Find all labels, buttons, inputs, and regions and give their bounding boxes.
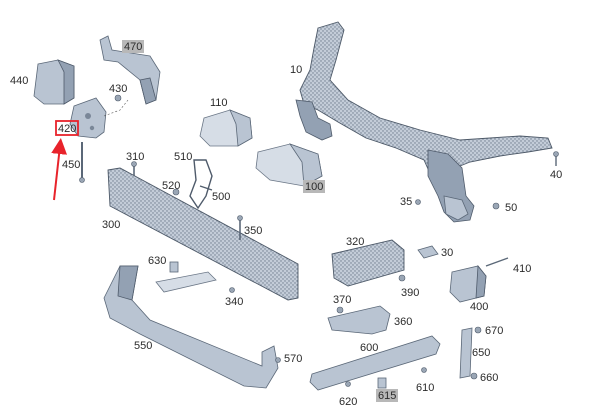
- bolt-350-part[interactable]: [237, 215, 243, 241]
- label-430: 430: [109, 83, 127, 95]
- label-30: 30: [441, 247, 453, 259]
- label-440: 440: [10, 75, 28, 87]
- bracket-420-part[interactable]: [69, 97, 107, 139]
- label-660: 660: [480, 372, 498, 384]
- clip-370-part[interactable]: [336, 306, 344, 314]
- screw-430[interactable]: [114, 94, 122, 102]
- label-360: 360: [394, 316, 412, 328]
- bolt-35-part[interactable]: [415, 199, 421, 205]
- label-35: 35: [400, 196, 412, 208]
- label-410: 410: [513, 263, 531, 275]
- label-550: 550: [134, 340, 152, 352]
- wiring-holder-500-part[interactable]: [189, 159, 213, 210]
- label-470: 470: [124, 41, 142, 53]
- label-320: 320: [346, 236, 364, 248]
- highlight-arrow: [51, 138, 68, 201]
- screw-610-part[interactable]: [421, 367, 427, 373]
- trim-360-part[interactable]: [327, 305, 391, 335]
- label-600: 600: [360, 342, 378, 354]
- label-650: 650: [472, 347, 490, 359]
- label-420: 420: [58, 123, 76, 135]
- label-615: 615: [378, 390, 396, 402]
- bolt-410-part[interactable]: [485, 257, 509, 267]
- strip-part[interactable]: [155, 271, 217, 293]
- housing-400-part[interactable]: [449, 264, 487, 303]
- label-670: 670: [485, 325, 503, 337]
- label-350: 350: [244, 225, 262, 237]
- carrier-frame-part[interactable]: [295, 21, 553, 223]
- label-620: 620: [339, 396, 357, 408]
- clip-615-part[interactable]: [377, 377, 387, 389]
- label-340: 340: [225, 296, 243, 308]
- label-300: 300: [102, 219, 120, 231]
- label-40: 40: [550, 169, 562, 181]
- label-510: 510: [174, 151, 192, 163]
- bolt-40-part[interactable]: [553, 151, 559, 167]
- lower-carrier-550-part[interactable]: [103, 265, 279, 389]
- label-500: 500: [212, 191, 230, 203]
- label-370: 370: [333, 294, 351, 306]
- nut-660-part[interactable]: [470, 372, 478, 380]
- bolt-390-part[interactable]: [398, 274, 406, 282]
- screw-570-part[interactable]: [275, 357, 281, 363]
- label-box-615: [376, 389, 398, 402]
- label-520: 520: [162, 180, 180, 192]
- clip-340-part[interactable]: [229, 287, 235, 293]
- nut-50-part[interactable]: [492, 202, 500, 210]
- part-630[interactable]: [169, 261, 179, 273]
- label-box-100: [303, 180, 325, 193]
- nut-520-part[interactable]: [172, 188, 180, 196]
- label-570: 570: [284, 353, 302, 365]
- bracket-470-part[interactable]: [99, 35, 161, 105]
- label-110: 110: [210, 97, 228, 109]
- label-630: 630: [148, 255, 166, 267]
- panel-600-part[interactable]: [309, 335, 441, 391]
- bumper-beam-300-part[interactable]: [107, 167, 299, 301]
- label-box-470: [122, 40, 144, 53]
- bracket-440-part[interactable]: [33, 59, 75, 105]
- nut-670-part[interactable]: [474, 326, 482, 334]
- clip-30-part[interactable]: [417, 245, 439, 259]
- label-610: 610: [416, 382, 434, 394]
- label-10: 10: [290, 64, 302, 76]
- highlight-box-420: [55, 120, 79, 136]
- label-100: 100: [305, 181, 323, 193]
- cover-110-part[interactable]: [199, 109, 253, 147]
- bracket-650-part[interactable]: [459, 327, 473, 379]
- label-450: 450: [62, 159, 80, 171]
- label-50: 50: [505, 202, 517, 214]
- cover-100-part[interactable]: [255, 143, 323, 187]
- label-390: 390: [401, 287, 419, 299]
- label-400: 400: [470, 301, 488, 313]
- label-310: 310: [126, 151, 144, 163]
- stud-450-part[interactable]: [79, 142, 85, 183]
- module-320-part[interactable]: [331, 239, 405, 287]
- screw-620-part[interactable]: [345, 381, 351, 387]
